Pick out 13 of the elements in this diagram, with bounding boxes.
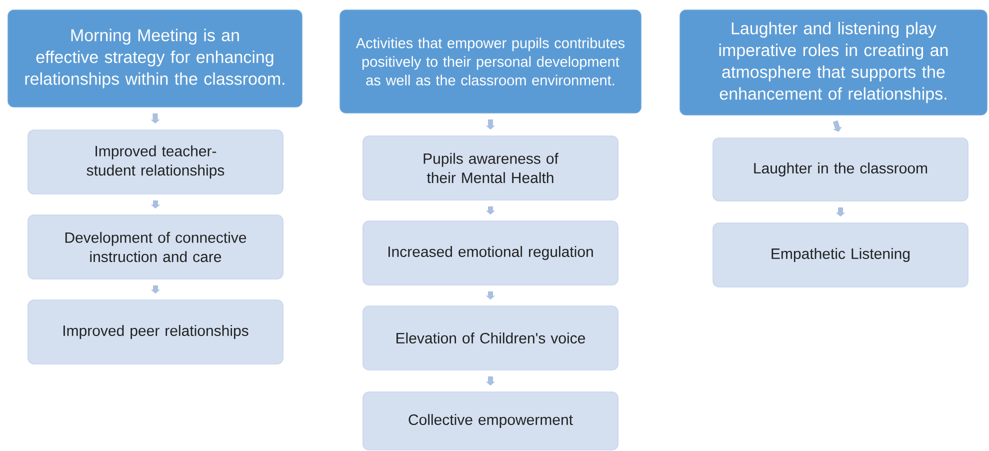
result-box: Development of connective instruction and care bbox=[28, 214, 284, 280]
result-box: Increased emotional regulation bbox=[362, 220, 618, 286]
arrow bbox=[832, 120, 842, 132]
result-box: Pupils awareness of their Mental Health bbox=[362, 136, 618, 200]
result-box: Elevation of Children's voice bbox=[362, 306, 618, 370]
result-box: Improved teacher-student relationships bbox=[28, 130, 284, 194]
result-box: Collective empowerment bbox=[362, 392, 618, 450]
result-box: Laughter in the classroom bbox=[712, 138, 968, 202]
result-box: Empathetic Listening bbox=[712, 222, 968, 288]
header-box: Activities that empower pupils contributes positively to their personal development as well as the classroom environment. bbox=[340, 10, 642, 114]
header-box: Laughter and listening play imperative roles in creating an atmosphere that supports the enhancement of relationships. bbox=[680, 10, 988, 116]
header-box: Morning Meeting is an effective strategy for enhancing relationships within the classroom. bbox=[8, 10, 302, 108]
result-box: Improved peer relationships bbox=[28, 300, 284, 364]
